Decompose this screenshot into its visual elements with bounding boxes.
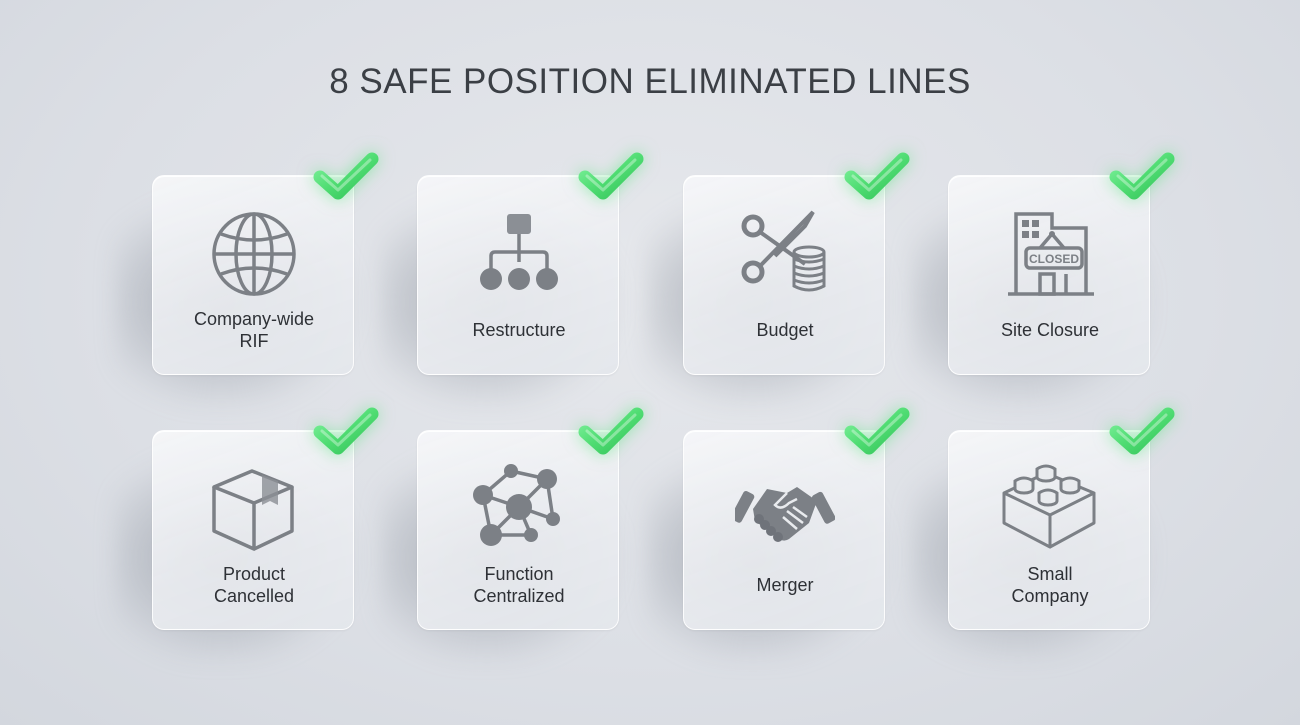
card-panel: CLOSED Site Closure xyxy=(948,175,1150,375)
closed-building-icon: CLOSED xyxy=(1008,212,1094,296)
card-label: Company-wide xyxy=(193,309,315,329)
card-site-closure: CLOSED Site Closure xyxy=(910,175,1150,407)
org-chart-icon xyxy=(480,214,558,290)
closed-sign-text: CLOSED xyxy=(1029,252,1079,266)
card-panel: Merger xyxy=(683,430,885,630)
checkmark-icon xyxy=(310,404,382,460)
card-panel: Budget xyxy=(683,175,885,375)
checkmark-icon xyxy=(1106,404,1178,460)
brick-icon xyxy=(1002,464,1096,549)
card-product-cancelled: Product Cancelled xyxy=(114,430,354,662)
card-panel: Small Company xyxy=(948,430,1150,630)
card-budget: Budget xyxy=(645,175,885,407)
globe-icon xyxy=(212,212,296,296)
card-panel: Function Centralized xyxy=(417,430,619,630)
card-label: Merger xyxy=(756,575,814,595)
checkmark-icon xyxy=(575,149,647,205)
card-label-line2: RIF xyxy=(239,331,269,351)
card-panel: Product Cancelled xyxy=(152,430,354,630)
box-icon xyxy=(212,469,294,551)
network-icon xyxy=(473,464,560,546)
card-label: Site Closure xyxy=(1000,320,1100,340)
card-label: Budget xyxy=(756,320,814,340)
card-restructure: Restructure xyxy=(379,175,619,407)
checkmark-icon xyxy=(1106,149,1178,205)
card-function-centralized: Function Centralized xyxy=(379,430,619,662)
card-merger: Merger xyxy=(645,430,885,662)
card-small-company: Small Company xyxy=(910,430,1150,662)
card-label: Function xyxy=(484,564,554,584)
checkmark-icon xyxy=(841,149,913,205)
card-label: Restructure xyxy=(472,320,566,340)
checkmark-icon xyxy=(575,404,647,460)
scissors-coins-icon xyxy=(741,210,826,292)
checkmark-icon xyxy=(310,149,382,205)
handshake-icon xyxy=(735,487,835,542)
card-panel: Company-wide RIF xyxy=(152,175,354,375)
card-label-line2: Cancelled xyxy=(213,586,295,606)
checkmark-icon xyxy=(841,404,913,460)
page-title: 8 SAFE POSITION ELIMINATED LINES xyxy=(329,62,971,101)
card-panel: Restructure xyxy=(417,175,619,375)
card-label-line2: Centralized xyxy=(473,586,565,606)
card-label-line2: Company xyxy=(1011,586,1089,606)
card-label: Small xyxy=(1027,564,1073,584)
card-company-wide-rif: Company-wide RIF xyxy=(114,175,354,407)
card-label: Product xyxy=(222,564,286,584)
